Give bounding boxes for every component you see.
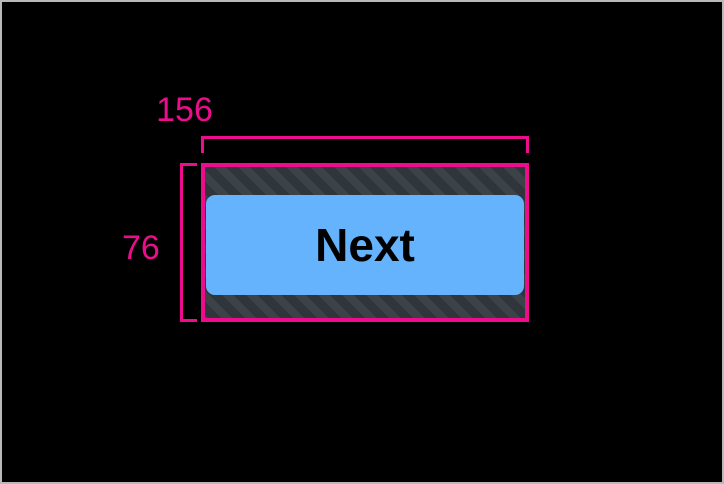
next-button-label: Next [315, 219, 415, 271]
next-button[interactable]: Next [206, 195, 524, 295]
height-dimension-label: 76 [122, 229, 160, 267]
height-dimension-bracket [180, 163, 197, 322]
width-dimension-label: 156 [156, 91, 213, 129]
width-dimension-bracket [201, 136, 529, 153]
